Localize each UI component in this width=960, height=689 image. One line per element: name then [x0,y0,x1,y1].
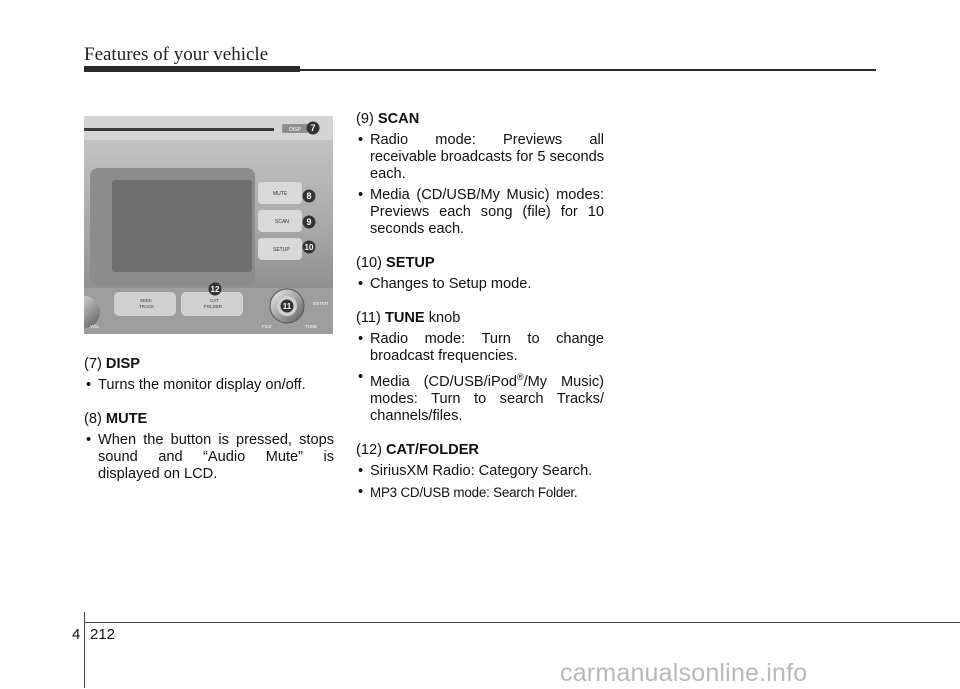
tune-media-text-b: /My Music) modes: Turn to search Tracks/… [370,373,604,424]
page-header-title: Features of your vehicle [84,44,269,65]
section-scan-title: SCAN [377,111,420,127]
list-item: •MP3 CD/USB mode: Search Folder. [356,484,604,501]
cat-sirius-description: SiriusXM Radio: Category Search. [370,462,593,479]
callout-11: 11 [283,302,292,311]
tune-media-description: Media (CD/USB/iPod®/My Music) modes: Tur… [370,369,604,425]
mute-button-label: MUTE [273,191,288,197]
tune-radio-description: Radio mode: Turn to change broadcast fre… [370,331,604,364]
disp-description: Turns the monitor display on/off. [98,377,306,393]
header-rule-thin [300,69,876,71]
track-label: TRACK [139,304,154,309]
enter-label: ENTER [313,301,329,306]
section-disp-title: DISP [105,356,140,372]
footer-divider [84,612,85,688]
cat-label: CAT [210,298,219,303]
section-disp-heading: (7) DISP [84,356,334,373]
folder-mp3-description: MP3 CD/USB mode: Search Folder. [370,484,578,500]
section-cat-folder-title: CAT/FOLDER [386,441,479,458]
header-rule-thick [84,66,300,72]
list-item: •Turns the monitor display on/off. [84,377,334,394]
section-cat-folder-heading: (12) CAT/FOLDER [356,442,604,459]
callout-9: 9 [306,217,311,227]
callout-10: 10 [305,243,314,252]
audio-unit-photo: DISP SIRIUS MUTE SCAN SETUP SEEK TRACK C… [84,116,333,334]
section-tune-title: TUNE [384,310,425,326]
section-disp-number: (7) [84,356,102,372]
audio-unit-illustration: DISP SIRIUS MUTE SCAN SETUP SEEK TRACK C… [84,116,333,334]
file-label: FILE [262,324,272,329]
section-scan: (9) SCAN •Radio mode: Previews all recei… [356,111,604,238]
section-mute: (8) MUTE •When the button is pressed, st… [84,411,334,483]
section-mute-title: MUTE [105,411,148,427]
section-tune-heading: (11) TUNE knob [356,310,604,327]
section-disp: (7) DISP •Turns the monitor display on/o… [84,356,334,394]
section-tune: (11) TUNE knob •Radio mode: Turn to chan… [356,310,604,425]
scan-media-description: Media (CD/USB/My Music) modes: Previews … [370,187,604,237]
callout-8: 8 [306,191,311,201]
section-setup-heading: (10) SETUP [356,255,604,272]
vol-label: VOL [90,324,100,329]
list-item: •Media (CD/USB/iPod®/My Music) modes: Tu… [358,369,604,425]
mute-description: When the button is pressed, stops sound … [98,432,334,482]
footer-rule [84,622,960,623]
scan-button-label: SCAN [275,219,289,225]
list-item: •When the button is pressed, stops sound… [86,432,334,482]
section-mute-heading: (8) MUTE [84,411,334,428]
right-column: (9) SCAN •Radio mode: Previews all recei… [356,111,604,518]
tune-media-text-a: Media (CD/USB/iPod [370,373,517,390]
disp-button-label: DISP [289,127,301,133]
chapter-number: 4 [72,626,81,643]
section-setup: (10) SETUP •Changes to Setup mode. [356,255,604,293]
page-number: 212 [90,626,116,643]
watermark: carmanualsonline.info [560,659,808,687]
section-cat-folder-number: (12) [356,441,382,458]
left-column: (7) DISP •Turns the monitor display on/o… [84,356,334,500]
tune-label: TUNE [305,324,317,329]
section-scan-heading: (9) SCAN [356,111,604,128]
list-item: •Radio mode: Turn to change broadcast fr… [358,331,604,364]
section-mute-number: (8) [84,411,102,427]
list-item: •Changes to Setup mode. [356,276,604,293]
setup-button-label: SETUP [273,247,290,253]
setup-description: Changes to Setup mode. [370,276,532,292]
section-setup-title: SETUP [386,255,435,271]
list-item: •SiriusXM Radio: Category Search. [356,463,604,480]
list-item: •Media (CD/USB/My Music) modes: Previews… [358,187,604,237]
folder-label: FOLDER [204,304,223,309]
section-cat-folder: (12) CAT/FOLDER •SiriusXM Radio: Categor… [356,442,604,501]
section-tune-number: (11) [356,310,381,326]
list-item: •Radio mode: Previews all receivable bro… [358,132,604,182]
registered-mark: ® [516,372,524,382]
section-tune-suffix: knob [428,310,461,326]
callout-12: 12 [211,285,220,294]
callout-7: 7 [310,123,315,133]
seek-label: SEEK [140,298,152,303]
section-scan-number: (9) [356,111,374,127]
section-setup-number: (10) [356,255,382,271]
scan-radio-description: Radio mode: Previews all receivable broa… [370,132,604,182]
